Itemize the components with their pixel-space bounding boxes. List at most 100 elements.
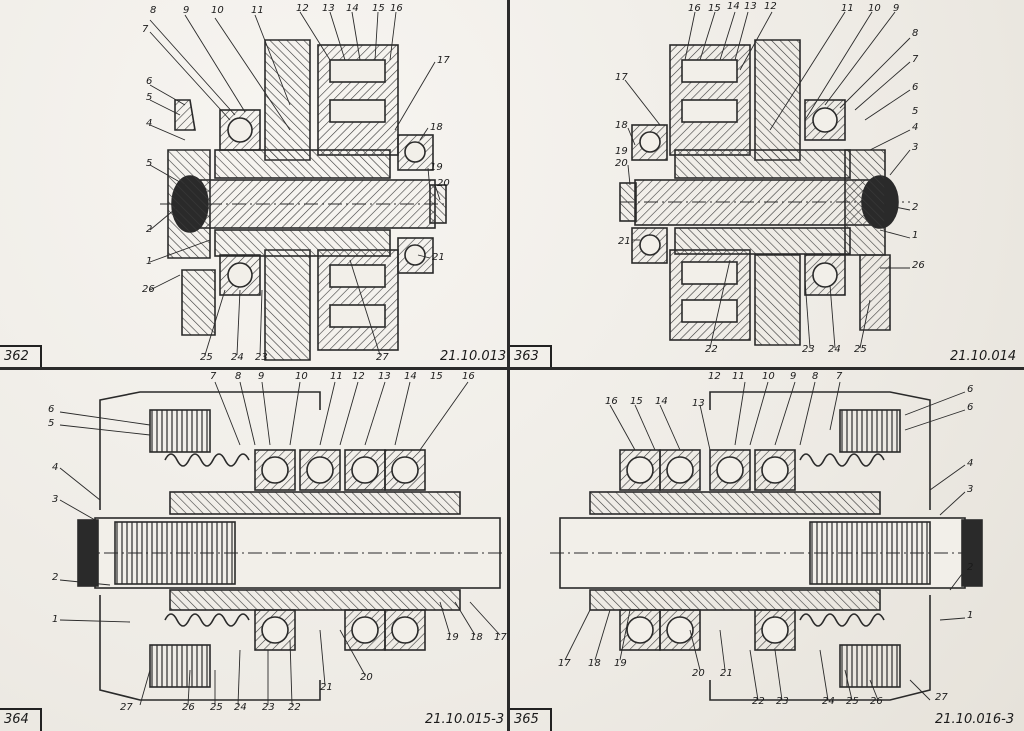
callout-26: 26 — [870, 696, 883, 707]
callout-14: 14 — [727, 1, 740, 12]
callout-4: 4 — [146, 118, 153, 129]
callout-1: 1 — [146, 256, 153, 267]
callout-25: 25 — [200, 352, 213, 363]
callout-27: 27 — [120, 702, 133, 713]
callout-19: 19 — [430, 162, 443, 173]
callout-11: 11 — [330, 371, 343, 382]
callout-11: 11 — [251, 5, 264, 16]
callout-26: 26 — [182, 702, 195, 713]
callout-17: 17 — [437, 55, 450, 66]
callout-24: 24 — [234, 702, 247, 713]
callout-26: 26 — [142, 284, 155, 295]
callout-8: 8 — [812, 371, 819, 382]
callout-12: 12 — [708, 371, 721, 382]
callout-3: 3 — [912, 142, 919, 153]
assembly-drawing-364 — [59, 381, 505, 706]
callout-4: 4 — [967, 458, 974, 469]
callout-3: 3 — [967, 484, 974, 495]
callout-15: 15 — [708, 3, 721, 14]
callout-18: 18 — [470, 632, 483, 643]
callout-13: 13 — [378, 371, 391, 382]
callout-19: 19 — [614, 658, 627, 669]
callout-5: 5 — [48, 418, 55, 429]
callout-8: 8 — [912, 28, 919, 39]
callout-9: 9 — [258, 371, 265, 382]
callout-5a: 5 — [146, 92, 153, 103]
figure-number-box — [510, 708, 552, 731]
callout-15: 15 — [430, 371, 443, 382]
callout-21: 21 — [320, 682, 333, 693]
figure-number: 363 — [514, 349, 539, 364]
callout-17: 17 — [558, 658, 571, 669]
callout-27: 27 — [935, 692, 948, 703]
callout-21: 21 — [720, 668, 733, 679]
callout-2: 2 — [52, 572, 59, 583]
figure-number: 365 — [514, 712, 539, 727]
callout-4: 4 — [912, 122, 919, 133]
callout-9: 9 — [893, 3, 900, 14]
callout-5: 5 — [912, 106, 919, 117]
callout-24: 24 — [822, 696, 835, 707]
callout-26: 26 — [912, 260, 925, 271]
callout-22: 22 — [752, 696, 765, 707]
callout-16: 16 — [688, 3, 701, 14]
callout-13: 13 — [322, 3, 335, 14]
callout-10: 10 — [762, 371, 775, 382]
callout-15: 15 — [630, 396, 643, 407]
callout-17: 17 — [494, 632, 507, 643]
callout-8: 8 — [235, 371, 242, 382]
assembly-drawing-362 — [149, 11, 447, 361]
callout-14: 14 — [346, 3, 359, 14]
figure-number: 364 — [4, 712, 29, 727]
callout-20: 20 — [437, 178, 450, 189]
figure-number-box — [0, 345, 42, 367]
callout-6: 6 — [146, 76, 153, 87]
callout-19: 19 — [446, 632, 459, 643]
callout-15: 15 — [372, 3, 385, 14]
callout-25: 25 — [854, 344, 867, 355]
callout-10: 10 — [868, 3, 881, 14]
callout-10: 10 — [295, 371, 308, 382]
figure-panel-364: 6 5 4 3 2 1 7 8 9 10 11 12 13 14 15 16 1… — [0, 370, 507, 731]
callout-23: 23 — [802, 344, 815, 355]
callout-17: 17 — [615, 72, 628, 83]
drawing-code: 21.10.016-3 — [935, 712, 1015, 727]
callout-6a: 6 — [967, 384, 974, 395]
callout-1: 1 — [52, 614, 59, 625]
callout-11: 11 — [841, 3, 854, 14]
callout-11: 11 — [732, 371, 745, 382]
callout-10: 10 — [211, 5, 224, 16]
callout-7: 7 — [912, 54, 919, 65]
callout-1: 1 — [967, 610, 974, 621]
horizontal-divider — [0, 367, 1024, 370]
figure-number-box — [510, 345, 552, 367]
callout-2: 2 — [967, 562, 974, 573]
callout-5b: 5 — [146, 158, 153, 169]
callout-22: 22 — [288, 702, 301, 713]
callout-1: 1 — [912, 230, 919, 241]
callout-7: 7 — [142, 24, 149, 35]
callout-12: 12 — [296, 3, 309, 14]
callout-12: 12 — [764, 1, 777, 12]
callout-25: 25 — [210, 702, 223, 713]
drawing-code: 21.10.014 — [950, 349, 1017, 364]
callout-14: 14 — [655, 396, 668, 407]
callout-6: 6 — [48, 404, 55, 415]
assembly-drawing-365 — [550, 381, 983, 701]
assembly-drawing-363 — [619, 11, 911, 349]
callout-25: 25 — [846, 696, 859, 707]
figure-number-box — [0, 708, 42, 731]
callout-13: 13 — [744, 1, 757, 12]
callout-14: 14 — [404, 371, 417, 382]
callout-24: 24 — [231, 352, 244, 363]
callout-23: 23 — [776, 696, 789, 707]
figure-panel-363: 16 15 14 13 12 11 10 9 8 7 6 5 4 3 2 1 2… — [510, 0, 1024, 367]
callout-16: 16 — [605, 396, 618, 407]
callout-6b: 6 — [967, 402, 974, 413]
drawing-code: 21.10.015-3 — [425, 712, 505, 727]
callout-9: 9 — [790, 371, 797, 382]
callout-21: 21 — [618, 236, 631, 247]
callout-3: 3 — [52, 494, 59, 505]
callout-9: 9 — [183, 5, 190, 16]
